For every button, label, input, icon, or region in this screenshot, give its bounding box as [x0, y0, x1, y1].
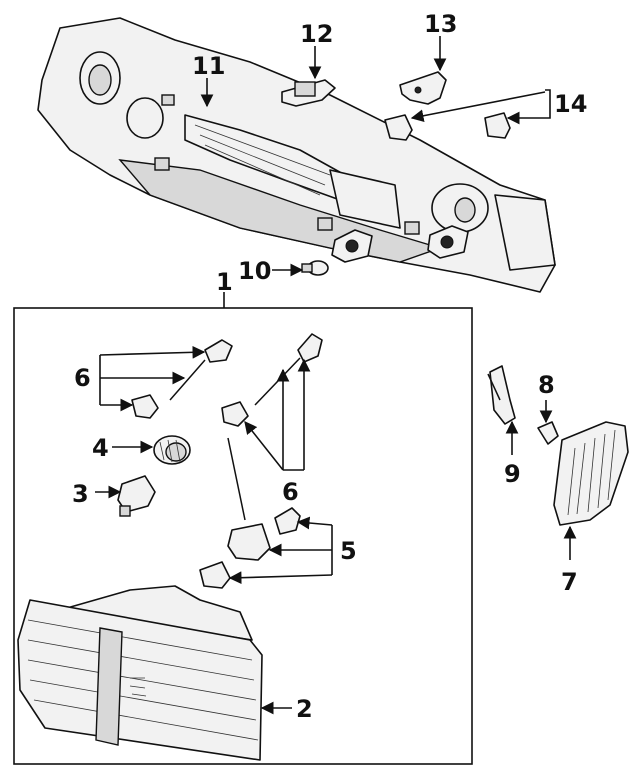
clips-14	[384, 112, 511, 141]
bulb-8	[537, 421, 559, 445]
bulb-10	[301, 260, 329, 276]
adjuster-set-6-right	[221, 333, 323, 521]
side-marker-7	[553, 421, 629, 526]
callout-11: 11	[192, 52, 225, 80]
assembly-box	[13, 307, 473, 765]
socket-5	[199, 507, 301, 589]
callout-4: 4	[92, 434, 109, 462]
callout-7: 7	[561, 568, 578, 596]
callout-13: 13	[424, 10, 457, 38]
callout-6-right: 6	[282, 478, 299, 506]
socket-9	[487, 365, 516, 425]
retainer-ring-4	[153, 435, 191, 465]
callout-5: 5	[340, 537, 357, 565]
bracket-12	[281, 79, 336, 107]
callout-3: 3	[72, 480, 89, 508]
callout-12: 12	[300, 20, 333, 48]
callout-6-left: 6	[74, 364, 91, 392]
callout-14: 14	[554, 90, 587, 118]
callout-8: 8	[538, 371, 555, 399]
callout-2: 2	[296, 695, 313, 723]
callout-10: 10	[238, 257, 271, 285]
bulb-3	[117, 475, 156, 517]
headlamp-2	[17, 585, 263, 761]
header-panel	[37, 17, 556, 293]
callout-1: 1	[216, 268, 233, 296]
callout-9: 9	[504, 460, 521, 488]
bracket-13	[399, 71, 447, 105]
adjuster-set-6-left	[131, 339, 233, 419]
leader-lines	[95, 36, 577, 715]
